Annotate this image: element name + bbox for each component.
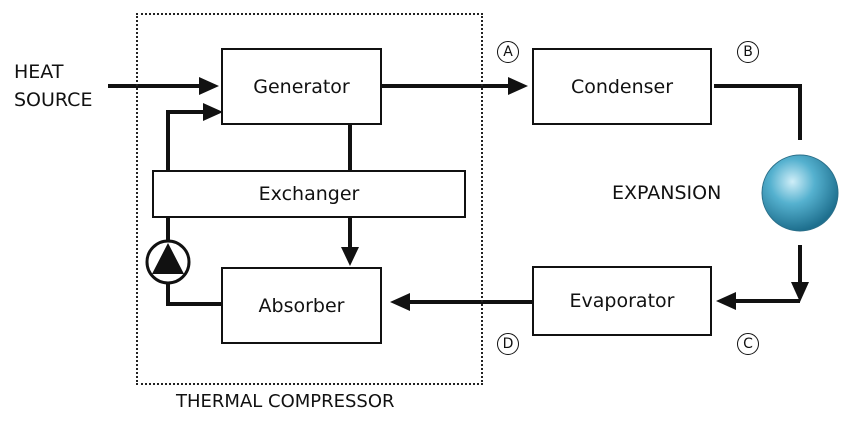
generator-box: Generator: [221, 48, 382, 125]
point-d-marker: D: [497, 333, 519, 355]
condenser-box: Condenser: [532, 48, 712, 125]
evaporator-box: Evaporator: [532, 266, 712, 336]
point-c-marker: C: [737, 333, 759, 355]
absorber-to-pump-line: [166, 284, 224, 306]
exchanger-label: Exchanger: [258, 183, 360, 205]
expansion-valve-icon: [761, 154, 839, 232]
arrowhead-absorber-in: [390, 293, 410, 311]
arrowhead-generator-out: [508, 77, 528, 95]
evaporator-label: Evaporator: [569, 290, 675, 312]
heat-source-label-line1: HEAT: [14, 61, 64, 83]
expansion-label: EXPANSION: [612, 182, 722, 204]
exchanger-box: Exchanger: [152, 170, 466, 218]
pump-icon: [145, 239, 191, 285]
arrowhead-evaporator-in: [716, 292, 736, 310]
arrowhead-expansion: [791, 282, 809, 302]
absorber-box: Absorber: [221, 267, 382, 344]
point-a-marker: A: [497, 41, 519, 63]
thermal-compressor-label: THERMAL COMPRESSOR: [176, 391, 395, 412]
arrowhead-exchanger: [341, 247, 359, 266]
arrowhead-heat: [199, 77, 219, 95]
condenser-to-expansion-line: [714, 84, 802, 140]
arrowhead-pump-in: [203, 103, 223, 121]
thermal-compressor-boundary: [136, 13, 483, 385]
absorber-label: Absorber: [258, 294, 345, 317]
condenser-label: Condenser: [570, 75, 674, 98]
generator-label: Generator: [253, 75, 350, 98]
point-b-marker: B: [737, 41, 759, 63]
heat-source-label-line2: SOURCE: [14, 89, 93, 111]
